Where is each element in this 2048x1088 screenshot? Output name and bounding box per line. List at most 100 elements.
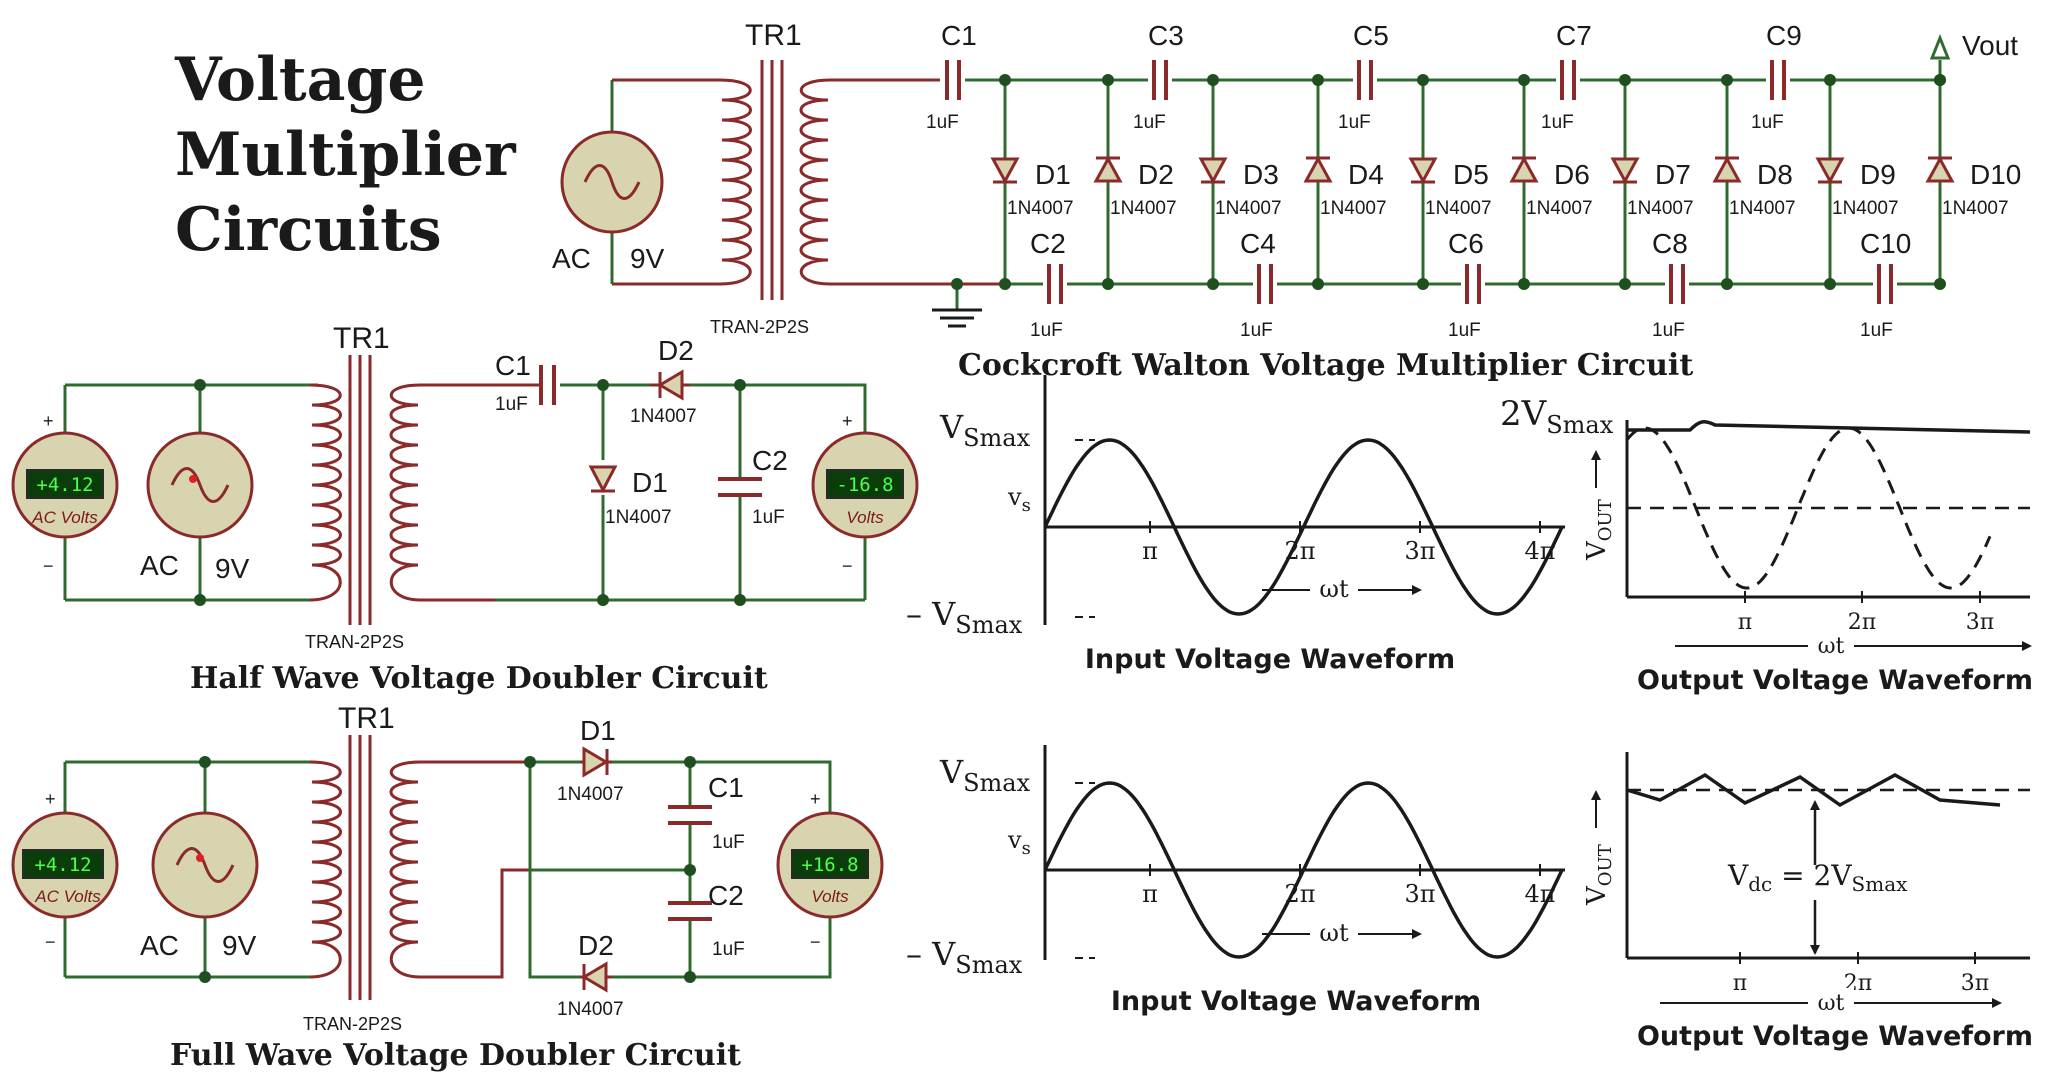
cw-transformer-part: TRAN-2P2S — [710, 317, 809, 337]
cw-diode-part: 1N4007 — [1425, 198, 1492, 219]
sine-icon — [175, 847, 235, 883]
fw-c1-value: 1uF — [712, 832, 745, 853]
cw-diode-part: 1N4007 — [1110, 198, 1177, 219]
cw-diode-label: D10 — [1970, 159, 2021, 190]
hw-input-voltmeter: +4.12 AC Volts + − — [11, 411, 119, 576]
cw-source-label: AC — [552, 243, 591, 274]
input-sine-curve — [1043, 438, 1564, 616]
fw-capacitor-c2: C2 1uF — [668, 880, 745, 960]
fw-input-plus: + — [45, 789, 56, 809]
vsmax-label-bottom: VSmax — [939, 753, 1031, 797]
cw-transformer: TR1 TRAN-2P2S — [710, 19, 831, 337]
hw-input-meter-label: AC Volts — [31, 508, 98, 527]
cw-cap-label: C8 — [1652, 228, 1688, 259]
hw-ac-source: AC 9V — [140, 431, 254, 584]
cw-ac-source: AC 9V — [552, 78, 720, 286]
wt-label: ωt — [1319, 575, 1349, 603]
fw-input-meter-value: +4.12 — [34, 854, 91, 876]
tick-label: π — [1738, 610, 1752, 635]
wt-label-bottom: ωt — [1319, 919, 1349, 947]
fw-input-minus: − — [45, 932, 56, 952]
main-title: Voltage Multiplier Circuits — [174, 45, 517, 265]
fw-d1-label: D1 — [580, 715, 616, 746]
hw-c2-label: C2 — [752, 445, 788, 476]
fw-capacitor-c1: C1 1uF — [668, 772, 745, 853]
fw-diode-d2: D2 1N4007 — [557, 930, 624, 1020]
tick-label: π — [1142, 537, 1158, 565]
fw-source-voltage: 9V — [222, 930, 257, 961]
cw-diode-part: 1N4007 — [1627, 198, 1694, 219]
fw-ac-source: AC 9V — [140, 811, 259, 961]
hw-input-meter-value: +4.12 — [36, 474, 93, 496]
hw-d1-part: 1N4007 — [605, 507, 672, 528]
hw-d2-part: 1N4007 — [630, 406, 697, 427]
cw-cap-value: 1uF — [1030, 320, 1063, 341]
fw-transformer-part: TRAN-2P2S — [303, 1014, 402, 1034]
fw-d2-label: D2 — [578, 930, 614, 961]
hw-c2-value: 1uF — [752, 507, 785, 528]
output-top-caption: Output Voltage Waveform — [1637, 665, 2033, 696]
title-line-3: Circuits — [175, 195, 442, 265]
cw-diode-part: 1N4007 — [1832, 198, 1899, 219]
hw-source-label: AC — [140, 550, 179, 581]
hw-diode-d2: D2 1N4007 — [630, 335, 697, 427]
vdc-equation: Vdc = 2VSmax — [1727, 859, 1908, 896]
cw-cap-value: 1uF — [1448, 320, 1481, 341]
hw-transformer: TR1 TRAN-2P2S — [305, 322, 421, 652]
output-envelope — [1627, 419, 2031, 434]
cw-cap-label: C10 — [1860, 228, 1911, 259]
hw-c1-label: C1 — [495, 350, 531, 381]
cw-diode-part: 1N4007 — [1526, 198, 1593, 219]
output-ripple — [1626, 772, 2001, 808]
vout-label: Vout — [1962, 30, 2018, 61]
cockcroft-walton-circuit: AC 9V TR1 TRAN-2P2S Vo — [552, 19, 2021, 383]
hw-c1-value: 1uF — [495, 394, 528, 415]
cw-cap-value: 1uF — [1751, 112, 1784, 133]
half-wave-doubler-circuit: +4.12 AC Volts + − AC 9V TR1 TRAN-2P2S — [11, 322, 919, 696]
tick-label: 3π — [1966, 610, 1994, 635]
neg-vsmax-label: – VSmax — [906, 595, 1023, 639]
cw-cap-value: 1uF — [1133, 112, 1166, 133]
tick-label: 4π — [1524, 537, 1555, 565]
vout-axis-label-bottom: VOUT — [1582, 844, 1616, 906]
cw-cap-label: C7 — [1556, 20, 1592, 51]
hw-source-voltage: 9V — [215, 553, 250, 584]
cw-diode-part: 1N4007 — [1007, 198, 1074, 219]
hw-caption: Half Wave Voltage Doubler Circuit — [190, 661, 768, 696]
sine-icon — [170, 467, 230, 503]
cw-cap-value: 1uF — [1240, 320, 1273, 341]
input-top-caption: Input Voltage Waveform — [1085, 644, 1455, 675]
cw-source-voltage: 9V — [630, 243, 665, 274]
cw-cap-label: C9 — [1766, 20, 1802, 51]
vs-label: vs — [1007, 483, 1031, 516]
tick-label: 2π — [1284, 880, 1315, 908]
cw-cap-label: C5 — [1353, 20, 1389, 51]
fw-c2-value: 1uF — [712, 939, 745, 960]
fw-input-voltmeter: +4.12 AC Volts + − — [11, 789, 119, 952]
hw-input-minus: − — [43, 556, 54, 576]
title-line-1: Voltage — [174, 45, 426, 115]
fw-output-meter-label: Volts — [811, 887, 849, 906]
sine-icon — [583, 164, 641, 200]
cw-cap-value: 1uF — [1338, 112, 1371, 133]
fw-c1-label: C1 — [708, 772, 744, 803]
full-wave-doubler-circuit: +4.12 AC Volts + − AC 9V TR1 TRAN-2P2S — [11, 702, 884, 1073]
wt-label-out-top: ωt — [1818, 634, 1845, 659]
cw-diode-label: D6 — [1554, 159, 1590, 190]
cw-diode-part: 1N4007 — [1215, 198, 1282, 219]
fw-output-voltmeter: +16.8 Volts + − — [776, 789, 884, 952]
2vsmax-label: 2VSmax — [1500, 394, 1614, 439]
